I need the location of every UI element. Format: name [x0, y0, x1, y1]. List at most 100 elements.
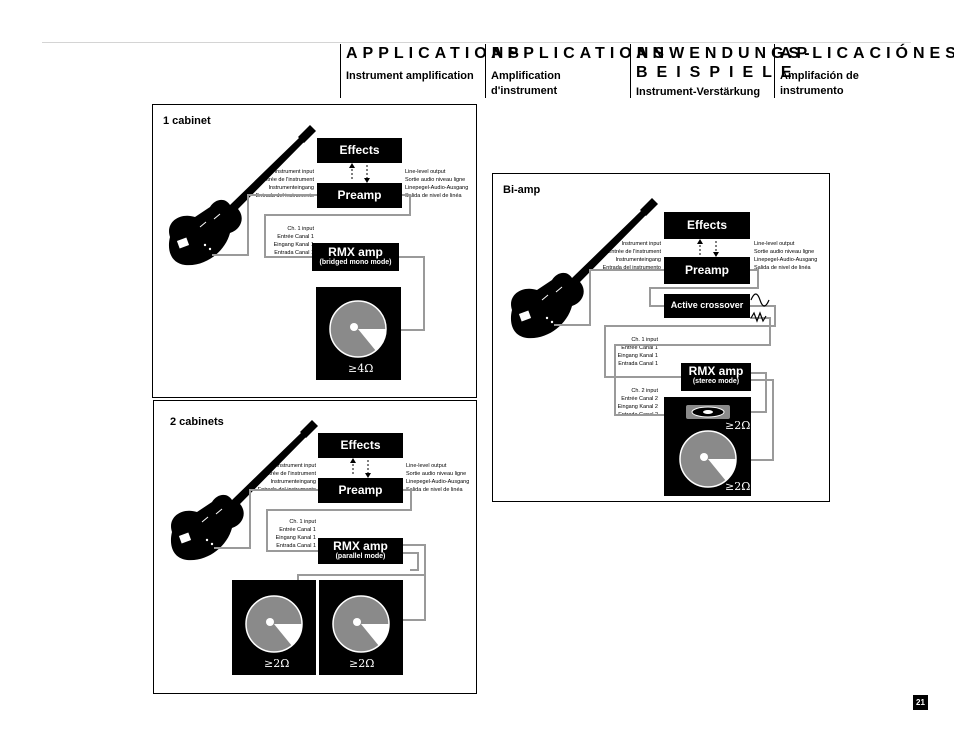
speaker-cone-icon: [329, 300, 387, 358]
label-line: Salida de nivel de linéa: [754, 265, 811, 271]
label-line: Line-level output: [405, 169, 446, 175]
label-line: Entrée Canal 2: [621, 396, 658, 402]
label-line: Instrument input: [274, 169, 314, 175]
speaker-cone-icon: [245, 595, 303, 653]
preamp-label: Preamp: [338, 483, 383, 497]
header-subtitle: Instrument amplification: [346, 70, 474, 82]
speaker-cabinet: ≥4Ω: [316, 287, 401, 380]
rmx-amp-label: RMX amp: [328, 245, 383, 259]
label-line: Entrada Canal 1: [276, 543, 316, 549]
rmx-amp-box: RMX amp (stereo mode): [681, 363, 751, 391]
effects-label: Effects: [686, 218, 727, 232]
impedance-label: ≥2Ω: [264, 657, 290, 670]
label-line: Eingang Kanal 1: [273, 242, 314, 248]
top-rule: [42, 42, 911, 43]
ch1-input-labels: Ch. 1 input Entrée Canal 1 Eingang Kanal…: [264, 518, 316, 550]
label-line: Entrée de l'instrument: [262, 471, 316, 477]
amp-mode-label: (stereo mode): [692, 378, 740, 385]
label-line: Instrument input: [621, 241, 661, 247]
amp-mode-label: (parallel mode): [335, 553, 386, 560]
page-number: 21: [913, 695, 928, 710]
label-line: Entrée Canal 1: [621, 345, 658, 351]
label-line: Eingang Kanal 1: [617, 353, 658, 359]
crossover-wave-icon: [750, 293, 770, 323]
header-title: APPLICATIONS: [491, 45, 669, 62]
rmx-amp-box: RMX amp (bridged mono mode): [312, 243, 399, 271]
header-title: ANWENDUNGS-: [636, 45, 815, 62]
label-line: Line-level output: [754, 241, 795, 247]
impedance-label: ≥2Ω: [725, 480, 751, 493]
label-line: Ch. 1 input: [631, 337, 658, 343]
label-line: Instrument input: [276, 463, 316, 469]
effects-box: Effects: [317, 138, 402, 163]
header-subtitle: Instrument-Verstärkung: [636, 86, 761, 98]
label-line: Linepegel-Audio-Ausgang: [754, 257, 818, 263]
effects-box: Effects: [318, 433, 403, 458]
label-line: Ch. 1 input: [287, 226, 314, 232]
line-output-labels: Line-level output Sortie audio niveau li…: [406, 462, 469, 494]
label-line: Entrée Canal 1: [279, 527, 316, 533]
rmx-amp-label: RMX amp: [688, 364, 744, 378]
preamp-label: Preamp: [684, 263, 730, 277]
label-line: Linepegel-Audio-Ausgang: [405, 185, 469, 191]
label-line: Entrada del instrumento: [602, 265, 661, 271]
ch1-input-labels: Ch. 1 input Entrée Canal 1 Eingang Kanal…: [605, 336, 658, 368]
preamp-box: Preamp: [318, 478, 403, 503]
impedance-label: ≥4Ω: [348, 362, 374, 375]
amp-mode-label: (bridged mono mode): [319, 259, 392, 266]
preamp-box: Preamp: [317, 183, 402, 208]
label-line: Instrumenteingang: [615, 257, 661, 263]
speaker-cone-icon: [332, 595, 390, 653]
instrument-input-labels: Instrument input Entrée de l'instrument …: [585, 240, 661, 272]
label-line: Salida de nivel de linéa: [405, 193, 462, 199]
label-line: Entrée de l'instrument: [607, 249, 661, 255]
preamp-box: Preamp: [664, 257, 750, 284]
header-subtitle: Amplifación de instrumento: [780, 70, 859, 97]
speaker-cabinet-right: ≥2Ω: [319, 580, 403, 675]
preamp-label: Preamp: [337, 188, 382, 202]
speaker-cone-icon: [679, 405, 737, 488]
label-line: Ch. 2 input: [631, 388, 658, 394]
impedance-label: ≥2Ω: [725, 419, 751, 432]
label-line: Ch. 1 input: [289, 519, 316, 525]
panel-title: 1 cabinet: [163, 115, 211, 127]
label-line: Linepegel-Audio-Ausgang: [406, 479, 470, 485]
header-title-line2: BEISPIELE: [636, 64, 801, 81]
rmx-amp-label: RMX amp: [333, 539, 388, 553]
ch1-input-labels: Ch. 1 input Entrée Canal 1 Eingang Kanal…: [262, 225, 314, 257]
label-line: Instrumenteingang: [268, 185, 314, 191]
label-line: Entrada Canal 1: [274, 250, 314, 256]
header-col-es: APLICACIÓNES Amplifación de instrumento: [774, 44, 954, 98]
label-line: Entrada Canal 1: [618, 361, 658, 367]
crossover-label: Active crossover: [670, 300, 744, 310]
line-output-labels: Line-level output Sortie audio niveau li…: [405, 168, 468, 200]
panel-title: Bi-amp: [503, 184, 541, 196]
effects-label: Effects: [340, 438, 381, 452]
rmx-amp-box: RMX amp (parallel mode): [318, 538, 403, 564]
label-line: Line-level output: [406, 463, 447, 469]
speaker-cabinet-left: ≥2Ω: [232, 580, 316, 675]
effects-box: Effects: [664, 212, 750, 239]
header-col-fr: APPLICATIONS Amplification d'instrument: [485, 44, 669, 98]
label-line: Eingang Kanal 2: [617, 404, 658, 410]
label-line: Sortie audio niveau ligne: [405, 177, 466, 183]
impedance-label: ≥2Ω: [349, 657, 375, 670]
line-output-labels: Line-level output Sortie audio niveau li…: [754, 240, 817, 272]
active-crossover-box: Active crossover: [664, 294, 750, 318]
guitar-icon: [510, 197, 659, 339]
header-title: APLICACIÓNES: [780, 45, 954, 62]
effects-label: Effects: [339, 143, 380, 157]
label-line: Sortie audio niveau ligne: [406, 471, 467, 477]
speaker-cabinet-stack: ≥2Ω ≥2Ω: [664, 397, 751, 496]
header-col-de: ANWENDUNGS- BEISPIELE Instrument-Verstär…: [630, 44, 815, 98]
label-line: Eingang Kanal 1: [275, 535, 316, 541]
header-col-en: APPLICATIONS Instrument amplification: [340, 44, 524, 98]
label-line: Instrumenteingang: [270, 479, 316, 485]
label-line: Entrée de l'instrument: [260, 177, 314, 183]
label-line: Entrée Canal 1: [277, 234, 314, 240]
header-title: APPLICATIONS: [346, 45, 524, 62]
label-line: Salida de nivel de linéa: [406, 487, 463, 493]
header-subtitle: Amplification d'instrument: [491, 70, 561, 97]
label-line: Sortie audio niveau ligne: [754, 249, 815, 255]
